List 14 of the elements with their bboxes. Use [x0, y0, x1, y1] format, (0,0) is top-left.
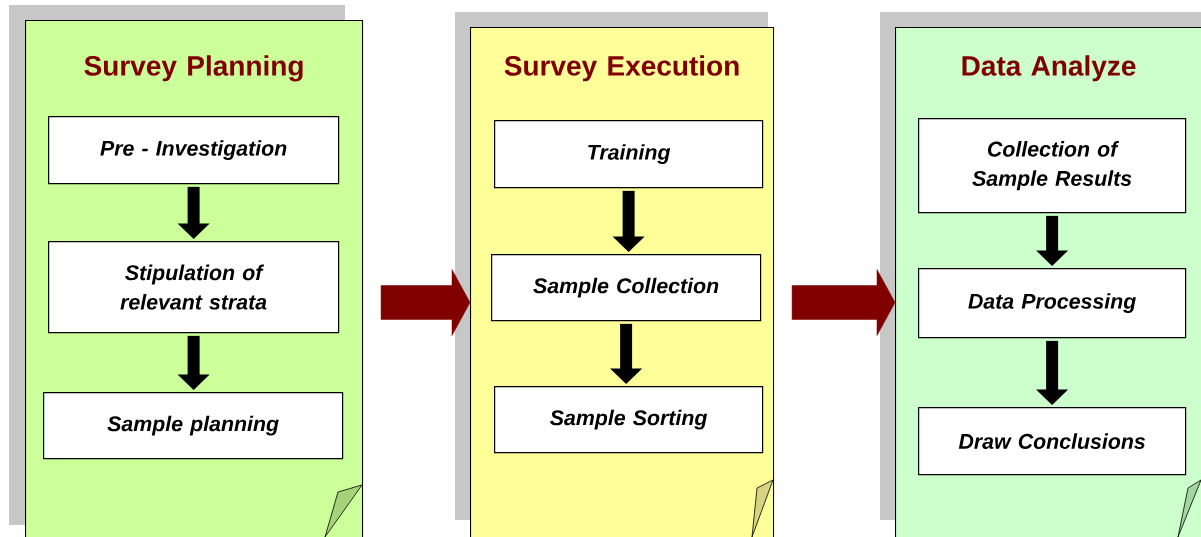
process-box: Sample planning: [43, 392, 344, 460]
heading: Survey Execution: [504, 55, 739, 82]
process-box: Draw Conclusions: [918, 407, 1187, 476]
block-arrow: [380, 269, 471, 336]
heading: Data Analyze: [962, 55, 1136, 82]
process-box: Stipulation of relevant strata: [48, 241, 340, 334]
process-box: Training: [494, 120, 764, 189]
process-box: Collection of Sample Results: [918, 118, 1187, 214]
block-arrow: [791, 269, 896, 336]
process-box: Pre - Investigation: [48, 116, 340, 185]
process-box: Sample Collection: [491, 254, 762, 322]
heading: Survey Planning: [84, 55, 303, 82]
process-box: Sample Sorting: [494, 386, 764, 454]
process-box: Data Processing: [918, 268, 1187, 339]
